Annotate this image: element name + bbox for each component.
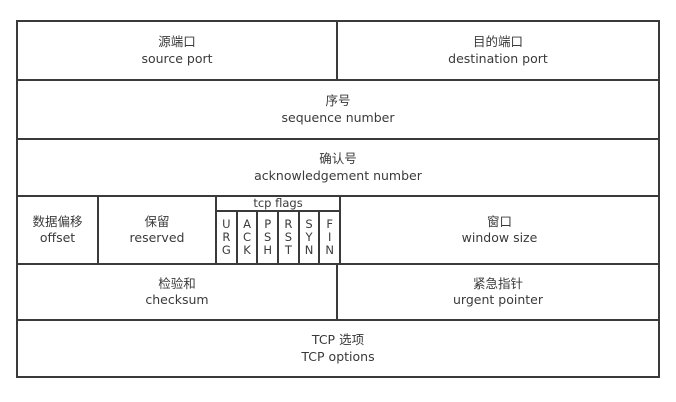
field-reserved: 保留 reserved [99, 197, 217, 263]
flag-bit-urg-letter-3: G [221, 243, 231, 258]
flag-bit-fin-letter-2: I [327, 229, 332, 244]
flag-bit-urg-letter-2: R [222, 229, 231, 244]
field-acknowledgement-number-label-zh: 确认号 [319, 151, 357, 166]
field-tcp-options: TCP 选项 TCP options [18, 321, 658, 376]
field-sequence-number: 序号 sequence number [18, 81, 658, 138]
flag-bit-fin: F I N [320, 212, 339, 263]
field-data-offset-label-en: offset [39, 230, 76, 245]
field-reserved-label-en: reserved [129, 230, 185, 245]
flag-bit-psh-letter-1: P [264, 216, 272, 231]
field-tcp-options-label-zh: TCP 选项 [311, 332, 365, 347]
field-window-size: 窗口 window size [341, 197, 658, 263]
field-source-port-label-zh: 源端口 [158, 34, 196, 49]
field-destination-port-label-en: destination port [448, 50, 548, 66]
header-row-acknowledgement: 确认号 acknowledgement number [18, 140, 658, 197]
header-row-checksum-urgent: 检验和 checksum 紧急指针 urgent pointer [18, 265, 658, 321]
field-urgent-pointer: 紧急指针 urgent pointer [338, 265, 658, 319]
flag-bit-urg-letter-1: U [222, 216, 231, 231]
flag-bit-syn-letter-3: N [304, 243, 314, 258]
flag-bit-rst-letter-1: R [284, 216, 293, 231]
flag-bit-ack: A C K [238, 212, 259, 263]
field-checksum-label-en: checksum [145, 292, 209, 307]
field-reserved-label-zh: 保留 [144, 213, 170, 229]
flag-bit-syn-letter-1: S [305, 216, 313, 231]
tcp-header-diagram: 源端口 source port 目的端口 destination port 序号… [16, 20, 660, 378]
header-row-ports: 源端口 source port 目的端口 destination port [18, 22, 658, 81]
field-checksum-label-zh: 检验和 [158, 275, 196, 291]
field-destination-port: 目的端口 destination port [338, 22, 658, 79]
tcp-flags-group: tcp flags U R G A C K P S H [217, 197, 339, 263]
field-source-port: 源端口 source port [18, 22, 338, 79]
tcp-flags-columns: U R G A C K P S H R [217, 212, 339, 263]
header-row-options: TCP 选项 TCP options [18, 321, 658, 376]
flag-bit-ack-letter-3: K [243, 243, 251, 258]
header-row-offset-flags-window: 数据偏移 offset 保留 reserved tcp flags U R G … [18, 197, 658, 265]
flag-bit-rst: R S T [279, 212, 300, 263]
tcp-flags-title: tcp flags [217, 197, 339, 212]
flag-bit-syn-letter-2: Y [305, 229, 313, 244]
field-checksum: 检验和 checksum [18, 265, 338, 319]
field-urgent-pointer-label-zh: 紧急指针 [472, 275, 523, 291]
field-tcp-flags: tcp flags U R G A C K P S H [217, 197, 341, 263]
flag-bit-rst-letter-3: T [284, 243, 292, 258]
field-window-size-label-zh: 窗口 [486, 213, 512, 229]
field-window-size-label-en: window size [461, 230, 538, 245]
flag-bit-ack-letter-2: C [242, 229, 252, 244]
header-row-sequence: 序号 sequence number [18, 81, 658, 140]
field-source-port-label-en: source port [141, 50, 213, 66]
flag-bit-fin-letter-3: N [325, 243, 334, 258]
flag-bit-psh-letter-3: H [263, 243, 272, 258]
field-data-offset: 数据偏移 offset [18, 197, 99, 263]
field-sequence-number-label-zh: 序号 [325, 93, 351, 108]
field-tcp-options-label-en: TCP options [301, 348, 375, 364]
field-acknowledgement-number-label-en: acknowledgement number [254, 167, 422, 183]
field-sequence-number-label-en: sequence number [281, 109, 395, 125]
field-urgent-pointer-label-en: urgent pointer [453, 292, 543, 307]
field-data-offset-label-zh: 数据偏移 [32, 213, 83, 229]
field-destination-port-label-zh: 目的端口 [472, 34, 523, 49]
flag-bit-rst-letter-2: S [284, 229, 292, 244]
flag-bit-fin-letter-1: F [326, 216, 333, 231]
flag-bit-urg: U R G [217, 212, 238, 263]
flag-bit-ack-letter-1: A [243, 216, 251, 231]
flag-bit-syn: S Y N [300, 212, 321, 263]
field-acknowledgement-number: 确认号 acknowledgement number [18, 140, 658, 195]
flag-bit-psh: P S H [258, 212, 280, 263]
flag-bit-psh-letter-2: S [264, 229, 272, 244]
